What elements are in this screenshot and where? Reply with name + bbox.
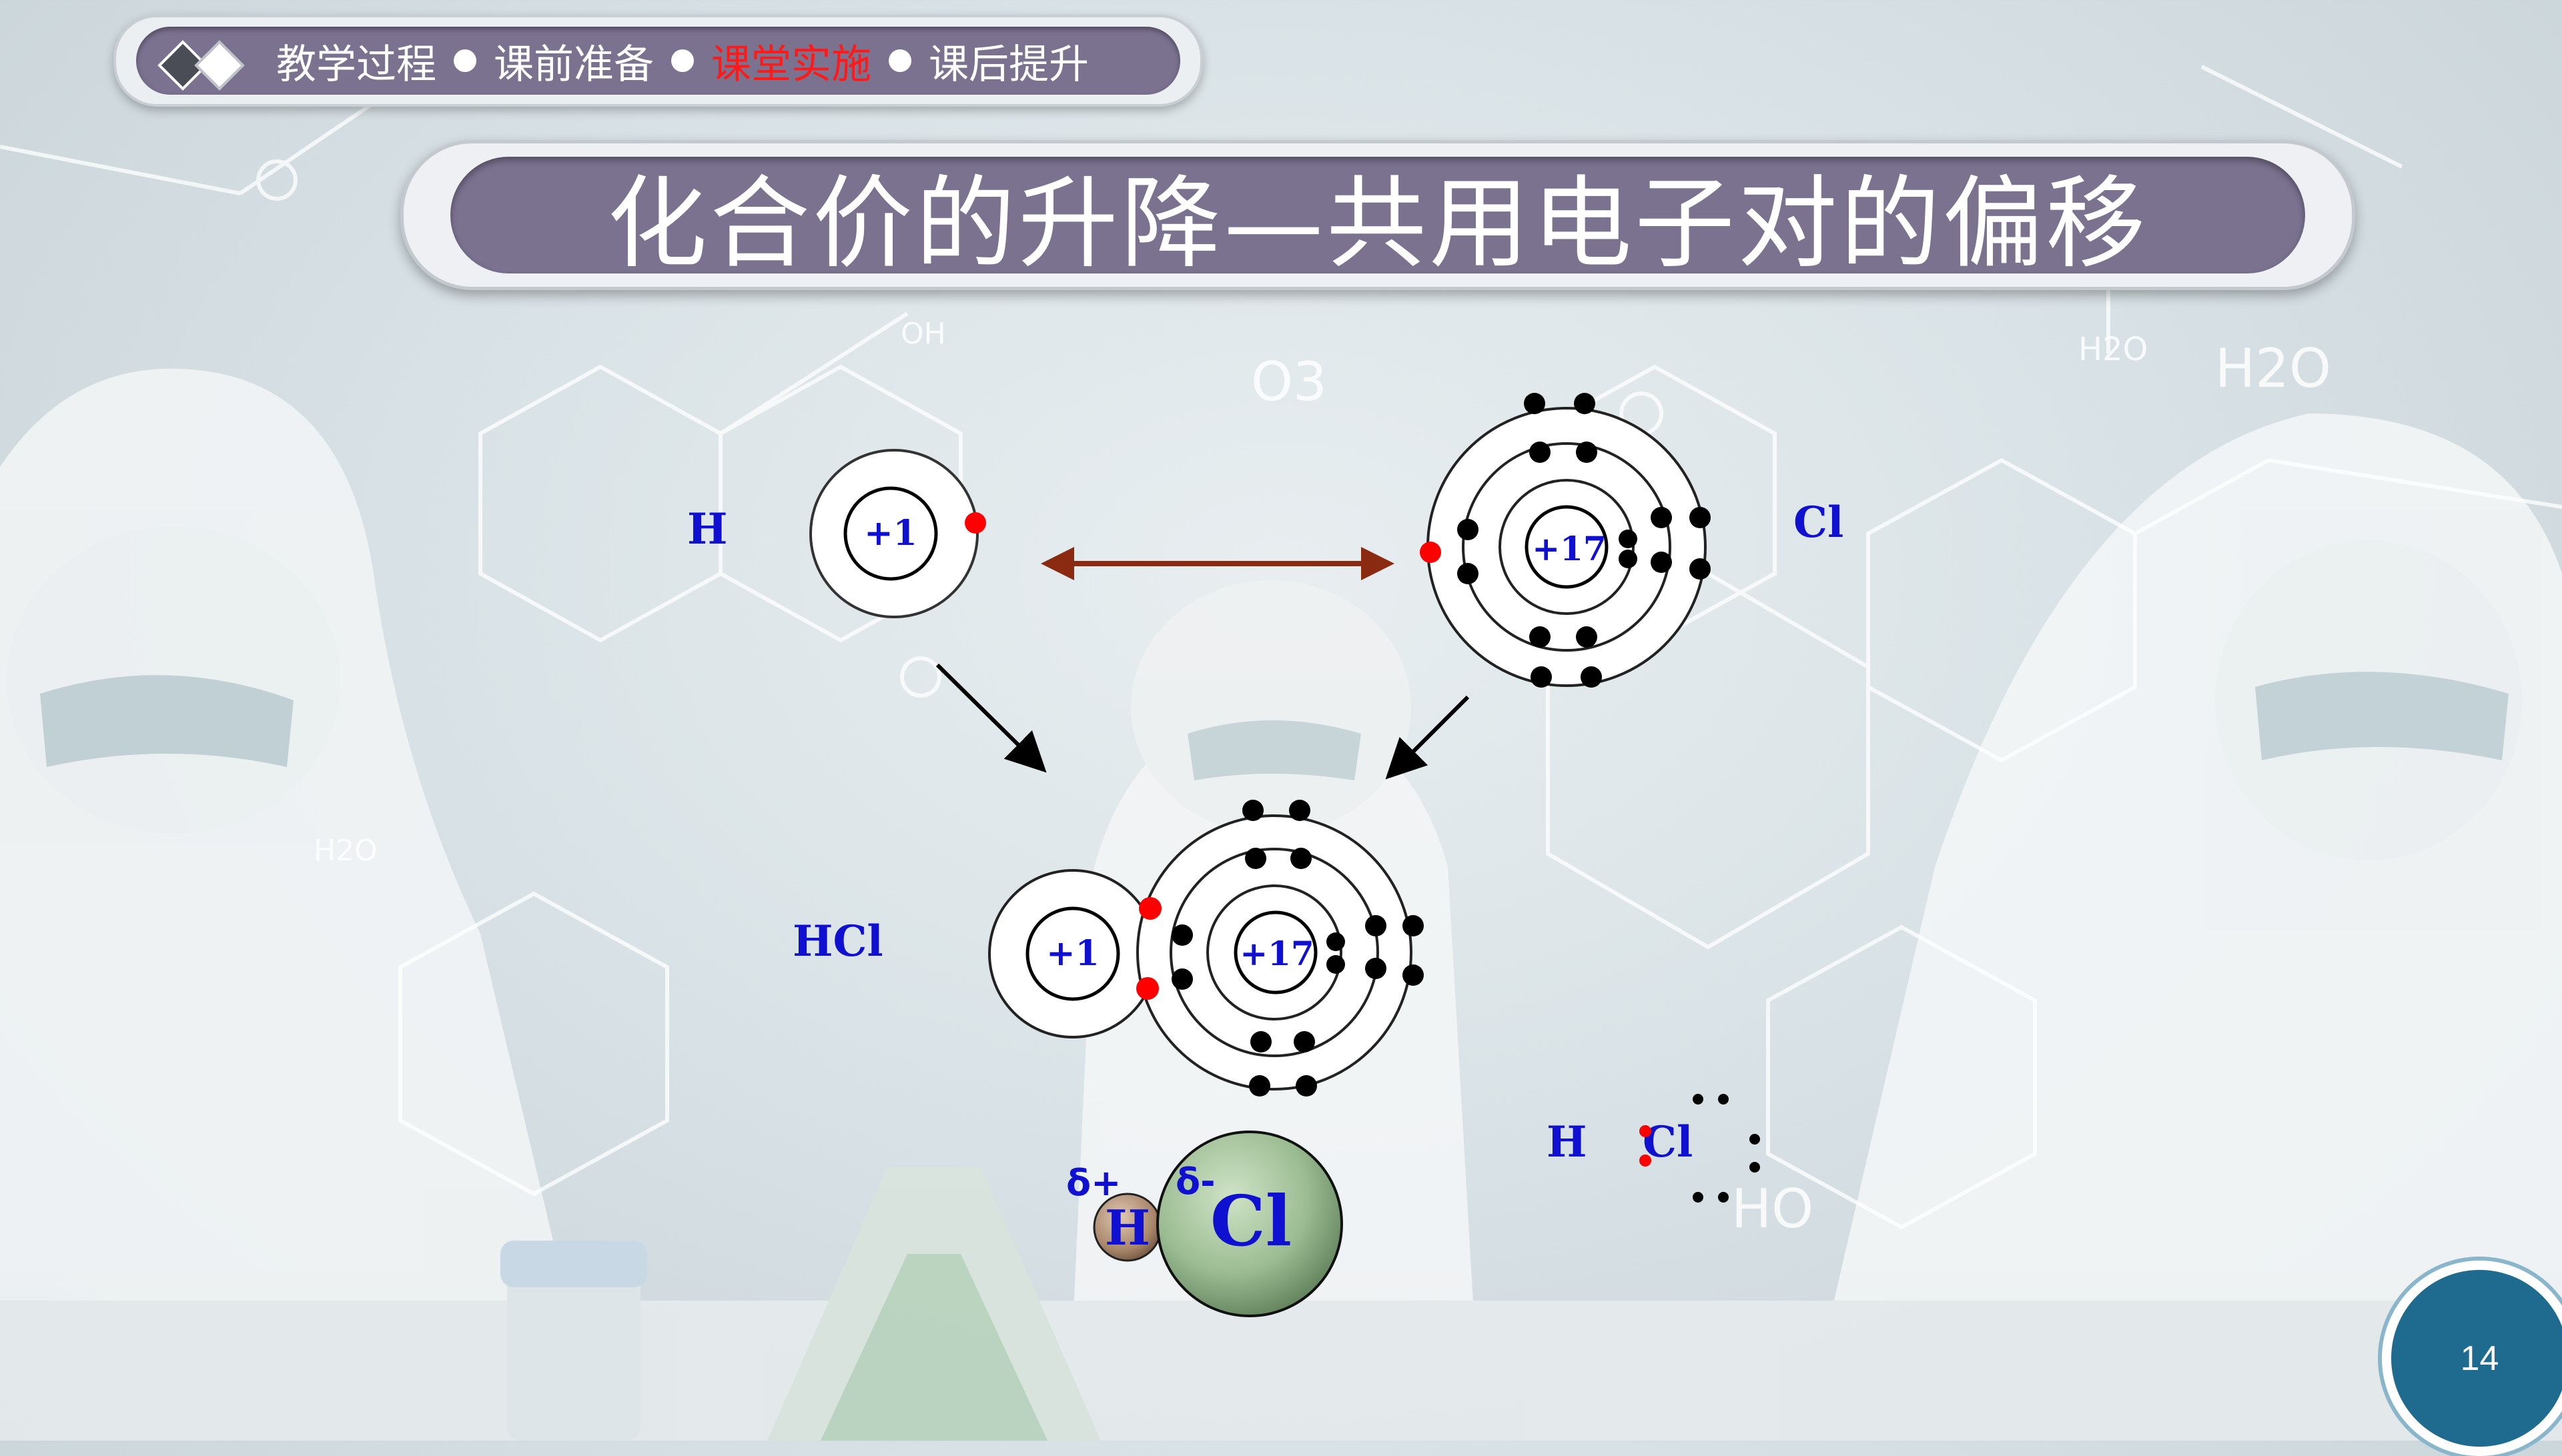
- nav-bar-inner: 教学过程 课前准备 课堂实施 课后提升: [136, 27, 1180, 95]
- formula-h2o-b: H2O: [2215, 337, 2331, 400]
- background-formulas: OH O3 H2O H2O H2O HO: [314, 317, 2331, 1240]
- hcl-electrons: [1172, 800, 1424, 1097]
- shared-electron-2: [1136, 977, 1159, 1000]
- sphere-cl-label: Cl: [1210, 1180, 1292, 1262]
- partial-positive-label: δ+: [1066, 1162, 1121, 1204]
- hcl-h-nucleus: [1025, 906, 1120, 1001]
- lewis-shared-electron-1: [1639, 1125, 1651, 1137]
- nav-separator-dot: [889, 49, 911, 72]
- formula-h2o-c: H2O: [314, 834, 378, 868]
- formula-ho: HO: [1731, 1178, 1813, 1240]
- title-bar: 化合价的升降—共用电子对的偏移: [400, 140, 2355, 290]
- chlorine-atom: +17: [1420, 393, 1711, 688]
- nav-item-process[interactable]: 教学过程: [276, 41, 436, 88]
- cl-nucleus-charge: +17: [1532, 529, 1606, 568]
- partial-negative-label: δ-: [1176, 1161, 1216, 1203]
- page-number: 14: [2460, 1339, 2499, 1378]
- formula-o3: O3: [1251, 351, 1327, 413]
- lewis-lone-pairs: [1693, 1094, 1760, 1203]
- diamond-logo-icon: [157, 40, 245, 91]
- label-hcl: HCl: [793, 916, 883, 966]
- label-cl: Cl: [1793, 498, 1843, 548]
- h-valence-electron: [965, 512, 986, 534]
- hydrogen-atom: +1: [809, 449, 986, 618]
- h-nucleus: [843, 486, 938, 581]
- nav-item-improvement[interactable]: 课后提升: [929, 41, 1089, 88]
- shared-electron-1: [1139, 897, 1162, 920]
- hcl-cl-nucleus: [1234, 910, 1318, 994]
- nav-separator-dot: [454, 49, 476, 72]
- arrow-cl-to-hcl-icon: [1385, 695, 1470, 780]
- lewis-shared-electron-2: [1639, 1155, 1651, 1167]
- hcl-molecule: +1 +17: [988, 800, 1424, 1097]
- cl-electrons: [1457, 393, 1711, 688]
- slide-title: 化合价的升降—共用电子对的偏移: [606, 166, 2148, 282]
- label-h: H: [687, 504, 727, 554]
- space-filling-model: H Cl δ+ δ-: [1066, 1131, 1343, 1317]
- title-bar-inner: 化合价的升降—共用电子对的偏移: [450, 157, 2305, 282]
- formula-oh: OH: [901, 317, 946, 351]
- formula-h2o-a: H2O: [2078, 331, 2148, 368]
- arrow-h-to-hcl-icon: [935, 663, 1047, 773]
- hcl-h-nucleus-charge: +1: [1046, 933, 1100, 974]
- cl-nucleus: [1525, 505, 1609, 589]
- sphere-cl: [1156, 1131, 1343, 1317]
- nav-item-implementation[interactable]: 课堂实施: [711, 41, 871, 88]
- nav-bar: 教学过程 课前准备 课堂实施 课后提升: [113, 15, 1203, 107]
- lewis-h-label: H: [1547, 1117, 1587, 1167]
- cl-valence-electron: [1420, 542, 1441, 563]
- electron-dot-formula: H Cl: [1547, 1094, 1760, 1203]
- nav-separator-dot: [671, 49, 694, 72]
- sphere-h-label: H: [1105, 1199, 1150, 1256]
- h-nucleus-charge: +1: [864, 513, 917, 554]
- hcl-cl-nucleus-charge: +17: [1240, 934, 1314, 973]
- double-arrow-icon: [1041, 547, 1394, 580]
- nav-item-preparation[interactable]: 课前准备: [494, 41, 654, 88]
